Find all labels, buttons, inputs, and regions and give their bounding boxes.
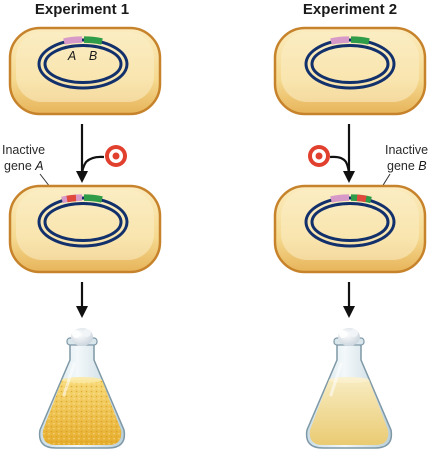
erlenmeyer-flask-icon xyxy=(38,328,126,449)
mutagen-arrow-2 xyxy=(329,124,355,183)
down-arrow-icon xyxy=(76,282,88,318)
annotation-2-line2: gene B xyxy=(387,159,427,173)
down-arrow-icon xyxy=(76,171,88,183)
mutagen-target-icon xyxy=(105,145,127,167)
gene-b-segment xyxy=(350,36,370,45)
down-arrow-icon xyxy=(343,171,355,183)
bacterial-cell-2-before xyxy=(273,26,427,116)
annotation-2-line1: Inactive xyxy=(385,143,428,157)
gene-a-segment xyxy=(330,36,350,45)
clear-culture xyxy=(309,380,389,445)
experiment-1-title: Experiment 1 xyxy=(35,1,129,18)
plasmid-1-after xyxy=(37,194,129,248)
gene-b-segment xyxy=(83,194,103,203)
gene-b-label: B xyxy=(89,49,97,63)
annotation-1-line1: Inactive xyxy=(2,143,45,157)
gene-b-segment xyxy=(83,36,103,45)
erlenmeyer-flask-icon xyxy=(305,328,393,449)
bacterial-cell-2-after xyxy=(273,184,427,274)
down-arrow-icon xyxy=(343,282,355,318)
experiment-2-title: Experiment 2 xyxy=(303,1,397,18)
gene-a-segment xyxy=(63,36,83,45)
mutagen-target-icon xyxy=(308,145,330,167)
bacterial-cell-1-after xyxy=(8,184,162,274)
plasmid-2-after xyxy=(304,194,396,248)
mutagen-arrow-1 xyxy=(76,124,105,183)
plasmid-2-before xyxy=(304,36,396,90)
gene-a-label: A xyxy=(67,49,76,63)
inactive-gene-b-marker xyxy=(356,194,367,203)
gene-a-segment xyxy=(330,194,350,203)
inactive-gene-a-marker xyxy=(66,194,77,203)
bacterial-cell-1-before: A B xyxy=(8,26,162,116)
plasmid-1-before xyxy=(37,36,129,90)
annotation-1-line2: gene A xyxy=(4,159,44,173)
